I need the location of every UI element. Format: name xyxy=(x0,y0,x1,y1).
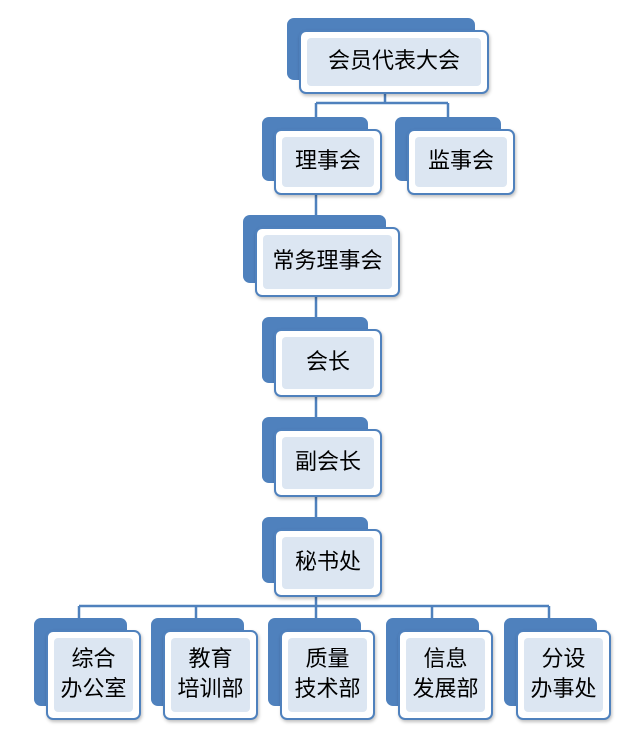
node-inner xyxy=(282,537,374,589)
node-box: 教育 培训部 xyxy=(163,630,258,720)
node-box: 综合 办公室 xyxy=(46,630,141,720)
node-label-general-office: 综合 办公室 xyxy=(60,647,127,702)
node-label-supervisory: 监事会 xyxy=(427,149,494,174)
node-president: 会长 xyxy=(262,317,382,397)
node-vice-president: 副会长 xyxy=(262,417,382,497)
node-council: 理事会 xyxy=(262,117,382,195)
node-general-office: 综合 办公室 xyxy=(34,618,141,720)
node-inner xyxy=(288,638,367,712)
node-label-education-training: 教育 培训部 xyxy=(177,647,244,702)
node-inner xyxy=(171,638,250,712)
node-box: 会员代表大会 xyxy=(299,30,489,94)
node-inner xyxy=(263,235,392,289)
node-inner xyxy=(282,337,374,389)
node-label-secretariat: 秘书处 xyxy=(294,550,361,575)
node-box: 会长 xyxy=(274,329,382,397)
node-box: 质量 技术部 xyxy=(280,630,375,720)
node-quality-tech: 质量 技术部 xyxy=(268,618,375,720)
node-inner xyxy=(307,38,481,86)
node-inner xyxy=(282,137,374,187)
node-branch-office: 分设 办事处 xyxy=(504,618,611,720)
node-box: 常务理事会 xyxy=(255,227,400,297)
node-box: 分设 办事处 xyxy=(516,630,611,720)
node-box: 信息 发展部 xyxy=(398,630,493,720)
node-label-info-development: 信息 发展部 xyxy=(412,647,479,702)
node-secretariat: 秘书处 xyxy=(262,517,382,597)
node-label-branch-office: 分设 办事处 xyxy=(530,647,597,702)
node-box: 理事会 xyxy=(274,129,382,195)
node-box: 秘书处 xyxy=(274,529,382,597)
node-inner xyxy=(282,437,374,489)
node-assembly: 会员代表大会 xyxy=(287,18,489,94)
node-box: 监事会 xyxy=(407,129,515,195)
node-info-development: 信息 发展部 xyxy=(386,618,493,720)
node-supervisory: 监事会 xyxy=(395,117,515,195)
node-inner xyxy=(524,638,603,712)
node-label-vice-president: 副会长 xyxy=(294,450,361,475)
node-box: 副会长 xyxy=(274,429,382,497)
node-standing-council: 常务理事会 xyxy=(243,215,400,297)
node-label-council: 理事会 xyxy=(294,149,361,174)
node-education-training: 教育 培训部 xyxy=(151,618,258,720)
node-inner xyxy=(54,638,133,712)
node-label-president: 会长 xyxy=(305,350,350,375)
node-inner xyxy=(415,137,507,187)
node-label-quality-tech: 质量 技术部 xyxy=(294,647,361,702)
node-inner xyxy=(406,638,485,712)
node-label-assembly: 会员代表大会 xyxy=(327,49,460,74)
node-label-standing-council: 常务理事会 xyxy=(272,249,383,274)
